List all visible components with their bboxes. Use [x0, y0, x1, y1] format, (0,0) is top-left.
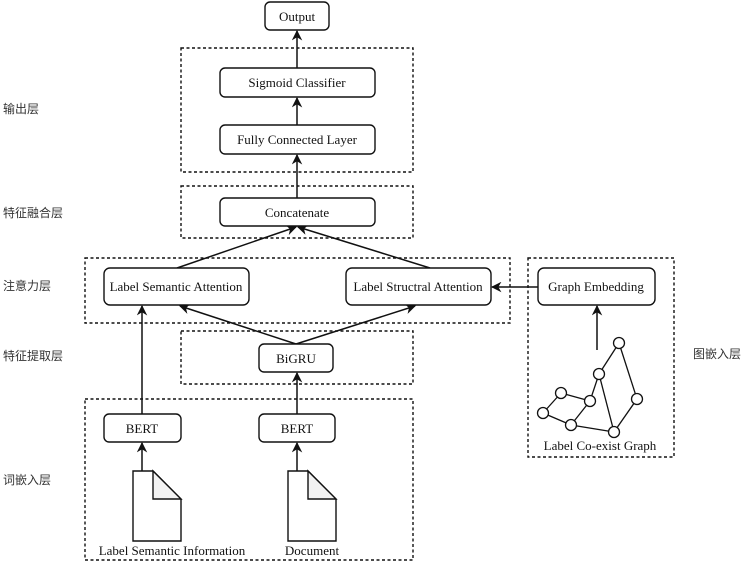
- side-label-fusion-layer: 特征融合层: [3, 205, 63, 220]
- graph-node: [583, 394, 597, 408]
- graph-emb-label: Graph Embedding: [548, 279, 644, 294]
- graph-node: [536, 406, 550, 420]
- edge-bigru-to-lstra: [295, 303, 417, 345]
- graph-node: [564, 418, 578, 432]
- side-label-attention-layer: 注意力层: [3, 278, 51, 293]
- label-semantic-attention-node: Label Semantic Attention: [103, 267, 250, 306]
- output-label: Output: [279, 9, 316, 24]
- sigmoid-label: Sigmoid Classifier: [248, 75, 346, 90]
- graph-node: [607, 425, 621, 439]
- graph-embedding-node: Graph Embedding: [537, 267, 656, 306]
- graph-edge: [598, 373, 615, 433]
- attention-layer-box: [84, 257, 511, 324]
- output-node: Output: [264, 1, 330, 31]
- lsa-label: Label Semantic Attention: [110, 279, 243, 294]
- graph-node: [612, 336, 626, 350]
- concatenate-node: Concatenate: [219, 197, 376, 227]
- graph-node: [592, 367, 606, 381]
- concat-label: Concatenate: [265, 205, 329, 220]
- bigru-label: BiGRU: [276, 351, 316, 366]
- side-label-extraction-layer: 特征提取层: [3, 348, 63, 363]
- sigmoid-classifier-node: Sigmoid Classifier: [219, 67, 376, 98]
- extraction-layer-box: [180, 330, 414, 385]
- bert-right-label: BERT: [281, 421, 314, 436]
- graph-embedding-layer-box: [527, 257, 675, 458]
- fc-label: Fully Connected Layer: [237, 132, 358, 147]
- graph-edge: [570, 424, 615, 433]
- lstra-label: Label Structral Attention: [353, 279, 483, 294]
- side-label-output-layer: 输出层: [3, 101, 39, 116]
- label-structral-attention-node: Label Structral Attention: [345, 267, 492, 306]
- fully-connected-node: Fully Connected Layer: [219, 124, 376, 155]
- label-coexist-graph: [536, 336, 644, 439]
- edge-lsa-to-concat: [176, 225, 297, 269]
- graph-edge: [618, 342, 638, 400]
- label-info-caption: Label Semantic Information: [99, 543, 246, 558]
- graph-edge: [613, 398, 638, 433]
- document-caption: Document: [285, 543, 340, 558]
- document-icon: [287, 469, 338, 542]
- bert-left-node: BERT: [103, 413, 182, 443]
- edge-lstra-to-concat: [296, 224, 431, 269]
- edge-bigru-to-lsa: [179, 303, 297, 345]
- side-label-graph-embedding-layer: 图嵌入层: [693, 347, 741, 361]
- graph-node: [554, 386, 568, 400]
- bert-left-label: BERT: [126, 421, 159, 436]
- graph-node: [630, 392, 644, 406]
- bigru-node: BiGRU: [258, 343, 334, 373]
- side-label-word-embedding-layer: 词嵌入层: [3, 473, 51, 487]
- graph-caption: Label Co-exist Graph: [544, 438, 657, 453]
- label-info-document-icon: [132, 469, 183, 542]
- bert-right-node: BERT: [258, 413, 336, 443]
- word-embedding-layer-box: [84, 398, 414, 561]
